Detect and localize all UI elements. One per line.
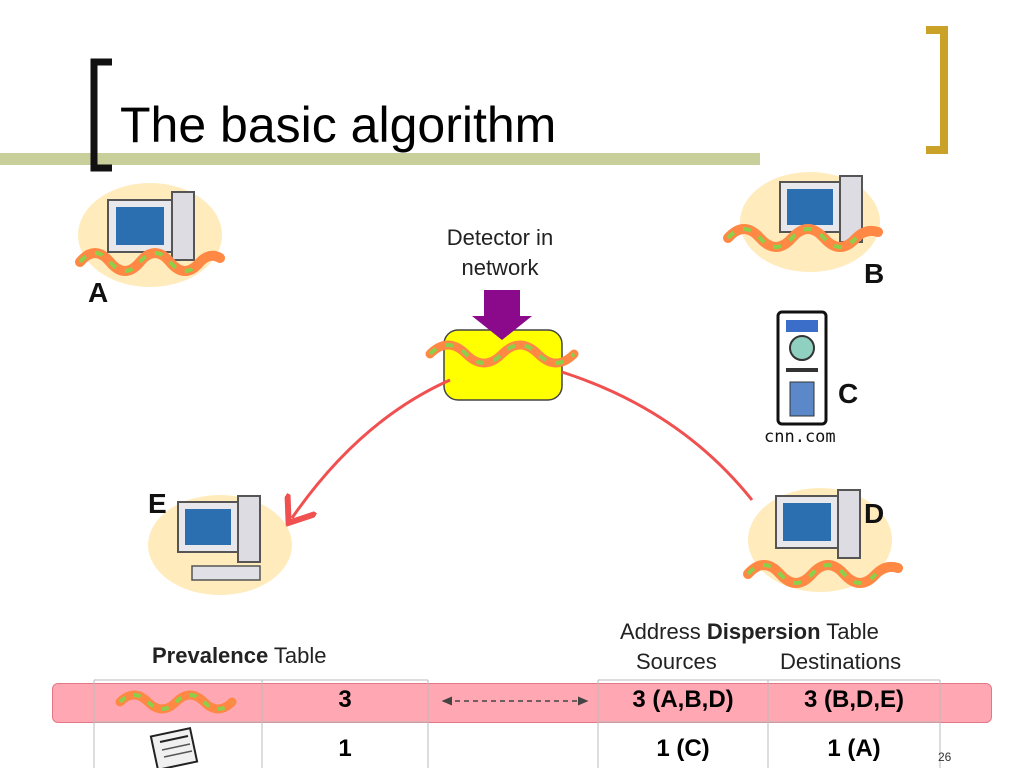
detector-label-line2: network <box>461 255 539 280</box>
page-number: 26 <box>938 750 952 764</box>
slide-title: The basic algorithm <box>120 97 557 153</box>
sources-row1: 3 (A,B,D) <box>632 686 734 713</box>
node-label-b: B <box>864 258 885 289</box>
computer-a-icon <box>75 183 225 287</box>
column-header-destinations: Destinations <box>780 649 902 674</box>
arrow-d-to-detector <box>561 370 754 501</box>
detector-label-line1: Detector in <box>446 225 554 250</box>
prevalence-count-row1: 3 <box>338 686 352 713</box>
dispersion-title-suffix: Table <box>820 619 879 644</box>
right-bracket <box>926 26 948 154</box>
worm-icon <box>425 340 579 368</box>
node-label-a: A <box>88 277 109 308</box>
title-decoration <box>0 26 948 172</box>
detector-node <box>425 290 579 401</box>
down-arrow-icon <box>472 290 532 340</box>
destinations-row2: 1 (A) <box>827 735 881 762</box>
prevalence-title-rest: Table <box>268 643 327 668</box>
news-icon <box>149 727 199 768</box>
node-label-c: C <box>838 378 859 409</box>
computer-d-icon <box>743 488 903 592</box>
dispersion-title-bold: Dispersion <box>706 619 821 644</box>
node-label-e: E <box>148 488 167 519</box>
table-grid <box>93 679 941 768</box>
detector-label: Detector in network <box>430 223 570 283</box>
prevalence-count-row2: 1 <box>338 735 352 762</box>
column-header-sources: Sources <box>636 649 717 674</box>
computer-e-icon <box>148 495 292 595</box>
table-worm-icon <box>115 690 237 714</box>
sources-row2: 1 (C) <box>656 735 710 762</box>
node-label-d: D <box>864 498 885 529</box>
title-underline-bar <box>0 153 760 165</box>
prevalence-table-title: Prevalence Table <box>152 643 327 669</box>
arrow-detector-to-e <box>292 378 451 518</box>
server-hostname: cnn.com <box>764 427 836 447</box>
prevalence-title-bold: Prevalence <box>152 643 269 668</box>
destinations-row1: 3 (B,D,E) <box>803 686 904 713</box>
computer-b-icon <box>723 172 883 272</box>
dispersion-table-title: Address Dispersion Table <box>620 619 879 645</box>
dispersion-title-prefix: Address <box>620 619 707 644</box>
left-bracket <box>90 58 112 172</box>
server-c-icon <box>776 310 828 426</box>
